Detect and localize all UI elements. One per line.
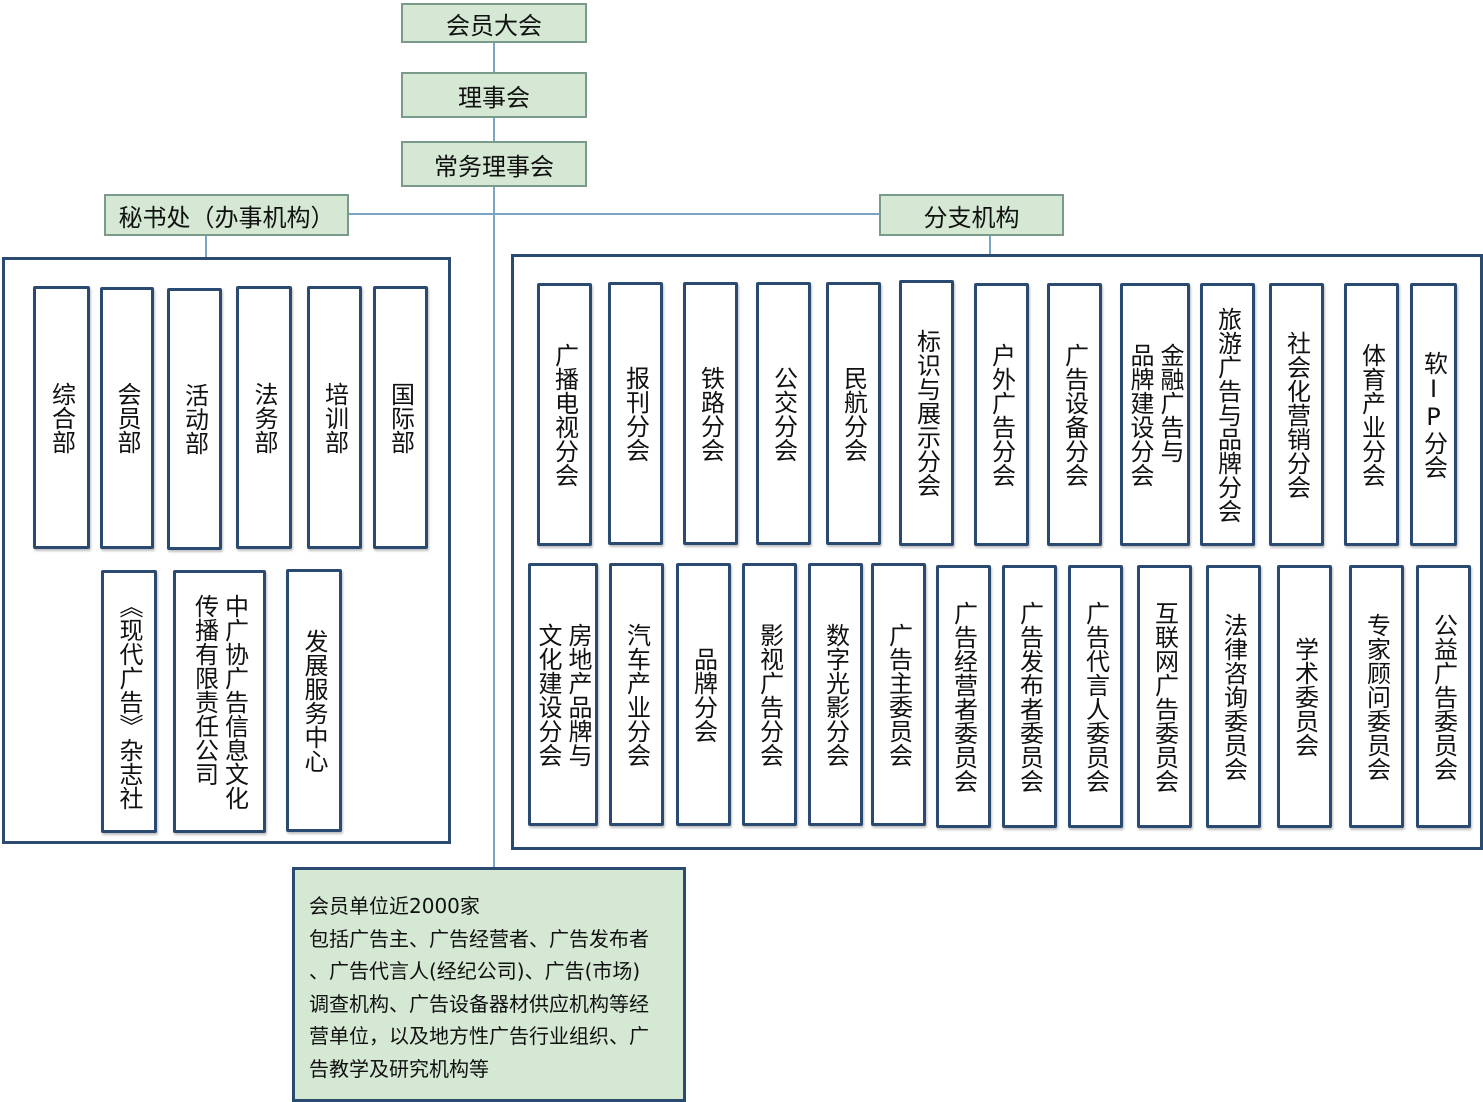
branch-label: 铁路分会 [696,365,725,462]
branch-label: 影视广告分会 [755,622,784,767]
branch-railway: 铁路分会 [683,282,738,545]
dept-events: 活动部 [167,288,222,550]
branch-label: 广告主委员会 [884,622,913,767]
branch-sports: 体育产业分会 [1344,283,1399,546]
committee-publishers: 广告发布者委员会 [1002,565,1057,828]
branch-label: 报刊分会 [621,365,650,462]
branch-label: 公交分会 [769,365,798,462]
committee-advertisers: 广告主委员会 [871,563,926,826]
members-description-line: 包括广告主、广告经营者、广告发布者 [309,926,649,951]
branch-label: 广告设备分会 [1060,342,1089,487]
members-description-line: 告教学及研究机构等 [309,1056,489,1081]
member-assembly-label: 会员大会 [446,11,542,40]
dept-label: 培训部 [320,381,349,454]
council-box: 理事会 [401,72,587,118]
branch-label: 标识与展示分会 [912,329,941,497]
branch-outdoor: 户外广告分会 [974,283,1029,546]
branches-header-box: 分支机构 [879,194,1064,236]
dept-label: 活动部 [180,383,209,455]
branch-label: 品牌分会 [689,646,718,743]
committee-operators: 广告经营者委员会 [936,565,991,828]
branch-broadcast-tv: 广播电视分会 [537,283,592,546]
dept-label: 会员部 [113,382,141,454]
branch-label: 民航分会 [839,365,868,462]
branches-header-label: 分支机构 [923,203,1020,232]
branch-tourism: 旅游广告与品牌分会 [1200,283,1255,546]
unit-service-center: 发展服务中心 [286,569,342,832]
branch-newspaper: 报刊分会 [608,282,663,545]
branch-label: 法律咨询委员会 [1219,612,1248,781]
branch-label: 房地产品牌与 文化建设分会 [534,622,592,767]
unit-culture-company: 中广协广告信息文化 传播有限责任公司 [173,570,266,833]
committee-legal: 法律咨询委员会 [1206,565,1261,828]
members-description-line: 、广告代言人(经纪公司)、广告(市场) [309,959,641,983]
secretariat-header-box: 秘书处（办事机构） [104,194,349,236]
branch-label: 金融广告与 品牌建设分会 [1126,342,1184,487]
standing-council-label: 常务理事会 [434,152,554,181]
branch-equipment: 广告设备分会 [1047,283,1102,546]
branch-label: 社会化营销分会 [1282,330,1311,499]
members-note-box: 会员单位近2000家 包括广告主、广告经营者、广告发布者 、广告代言人(经纪公司… [292,867,686,1102]
unit-magazine: 《现代广告》杂志社 [101,570,157,833]
committee-public-welfare: 公益广告委员会 [1416,565,1471,828]
branch-label: 数字光影分会 [821,622,850,767]
branch-label: 广告代言人委员会 [1081,600,1110,793]
branch-finance: 金融广告与 品牌建设分会 [1120,283,1190,546]
branch-label: 汽车产业分会 [622,622,651,767]
dept-membership: 会员部 [100,287,154,549]
branch-label: 公益广告委员会 [1429,612,1458,781]
branch-automotive: 汽车产业分会 [609,563,664,826]
branch-label: 软IP分会 [1419,350,1448,479]
committee-endorsers: 广告代言人委员会 [1068,565,1123,828]
branch-label: 体育产业分会 [1357,342,1386,487]
unit-label: 发展服务中心 [300,628,328,773]
dept-general: 综合部 [33,286,90,549]
branch-social-marketing: 社会化营销分会 [1269,283,1324,546]
branch-film-ad: 影视广告分会 [742,563,797,826]
branch-label: 广告经营者委员会 [949,600,978,793]
members-count-text: 会员单位近2000家 [309,894,480,918]
branch-brand: 品牌分会 [676,563,731,826]
branch-aviation: 民航分会 [826,282,881,545]
council-label: 理事会 [458,83,530,112]
members-description-line: 营单位，以及地方性广告行业组织、广 [309,1024,649,1048]
standing-council-box: 常务理事会 [401,141,587,187]
branch-digital-light: 数字光影分会 [808,563,863,826]
branch-label: 学术委员会 [1290,636,1319,757]
branch-label: 旅游广告与品牌分会 [1213,306,1242,523]
branch-label: 户外广告分会 [987,342,1016,487]
branch-bus: 公交分会 [756,282,811,545]
committee-academic: 学术委员会 [1277,565,1332,828]
dept-legal: 法务部 [236,286,292,549]
members-description-line: 调查机构、广告设备器材供应机构等经 [309,991,649,1016]
member-assembly-box: 会员大会 [401,3,587,43]
branch-label: 互联网广告委员会 [1150,600,1179,793]
dept-international: 国际部 [373,286,428,549]
secretariat-header-label: 秘书处（办事机构） [118,203,335,232]
branch-soft-ip: 软IP分会 [1410,283,1457,546]
branch-label: 广播电视分会 [550,342,579,487]
branch-real-estate: 房地产品牌与 文化建设分会 [528,563,598,826]
dept-training: 培训部 [307,286,362,549]
committee-internet: 互联网广告委员会 [1137,565,1192,828]
unit-label: 中广协广告信息文化 传播有限责任公司 [190,593,249,810]
dept-label: 法务部 [250,381,278,454]
branch-label: 专家顾问委员会 [1362,612,1391,781]
unit-label: 《现代广告》杂志社 [115,593,143,810]
branch-label: 广告发布者委员会 [1015,600,1044,793]
committee-experts: 专家顾问委员会 [1349,565,1404,828]
dept-label: 综合部 [47,381,76,454]
branch-signage: 标识与展示分会 [899,280,954,546]
dept-label: 国际部 [386,381,415,454]
